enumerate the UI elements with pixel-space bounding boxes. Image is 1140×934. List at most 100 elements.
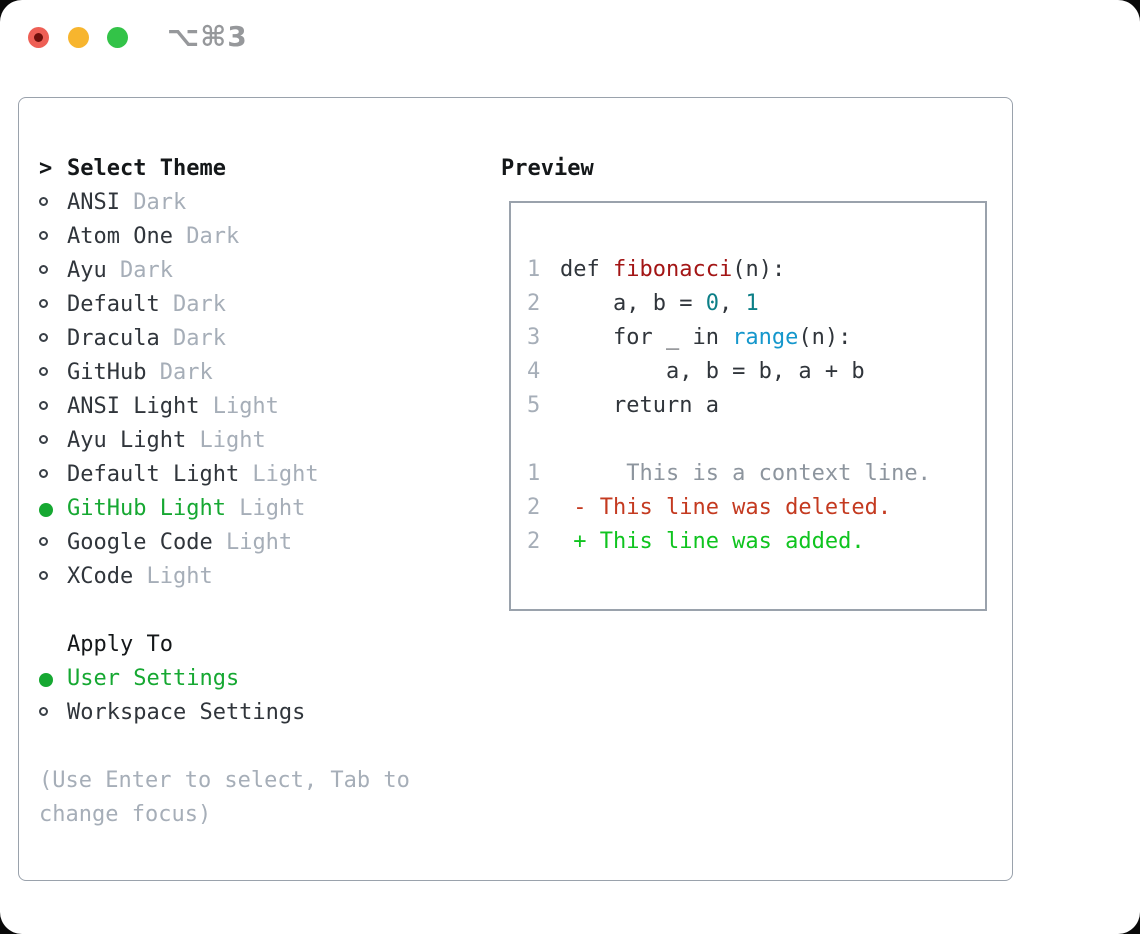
theme-option-label: Default Light — [67, 462, 240, 487]
theme-variant-label: Light — [239, 462, 319, 487]
theme-option-atom-one[interactable]: Atom One Dark — [39, 220, 479, 254]
prompt-caret-icon: > — [39, 156, 53, 181]
preview-line: 5 return a — [527, 389, 985, 423]
theme-option-label: Ayu — [67, 258, 107, 283]
close-dot-icon — [34, 33, 43, 42]
apply-option-label: Workspace Settings — [67, 700, 306, 725]
code-token: fibonacci — [612, 257, 733, 282]
code-token: return a — [560, 393, 719, 418]
theme-option-github-light[interactable]: GitHub Light Light — [39, 492, 479, 526]
theme-option-ansi-light[interactable]: ANSI Light Light — [39, 390, 479, 424]
preview-line: 3 for _ in range(n): — [527, 321, 985, 355]
theme-variant-label: Light — [199, 394, 279, 419]
radio-unselected-icon — [39, 220, 67, 254]
code-token: This is a context line. — [560, 461, 931, 486]
code-token: a, b = b, a + b — [560, 359, 865, 384]
theme-option-ayu[interactable]: Ayu Dark — [39, 254, 479, 288]
keyboard-hint-line: change focus) — [39, 802, 212, 827]
theme-option-label: Ayu Light — [67, 428, 187, 453]
theme-variant-label: Light — [186, 428, 266, 453]
code-token: range — [732, 325, 799, 350]
keyboard-hint-line: (Use Enter to select, Tab to — [39, 768, 410, 793]
minimize-button[interactable] — [68, 27, 89, 48]
select-theme-title: Select Theme — [67, 156, 226, 181]
maximize-button[interactable] — [107, 27, 128, 48]
theme-option-label: GitHub Light — [67, 496, 226, 521]
apply-option-workspace-settings[interactable]: Workspace Settings — [39, 696, 479, 730]
theme-option-google-code[interactable]: Google Code Light — [39, 526, 479, 560]
close-button[interactable] — [28, 27, 49, 48]
code-token: def — [560, 257, 613, 282]
radio-unselected-icon — [39, 390, 67, 424]
radio-unselected-icon — [39, 526, 67, 560]
apply-option-user-settings[interactable]: User Settings — [39, 662, 479, 696]
code-token: + This line was added. — [560, 529, 865, 554]
radio-selected-icon — [39, 662, 67, 696]
select-theme-header: > Select Theme — [39, 152, 479, 186]
theme-option-ansi[interactable]: ANSI Dark — [39, 186, 479, 220]
preview-line: 4 a, b = b, a + b — [527, 355, 985, 389]
radio-selected-icon — [39, 492, 67, 526]
theme-option-xcode[interactable]: XCode Light — [39, 560, 479, 594]
code-token: 1 — [745, 291, 759, 316]
line-number — [527, 423, 560, 457]
theme-option-label: ANSI — [67, 190, 120, 215]
radio-unselected-icon — [39, 424, 67, 458]
theme-option-default[interactable]: Default Dark — [39, 288, 479, 322]
code-token: 0 — [705, 291, 719, 316]
theme-option-ayu-light[interactable]: Ayu Light Light — [39, 424, 479, 458]
apply-option-label: User Settings — [67, 666, 240, 691]
line-number: 1 — [527, 461, 541, 486]
theme-variant-label: Light — [133, 564, 213, 589]
window-shortcut-title: ⌥⌘3 — [167, 20, 248, 53]
line-number: 1 — [527, 257, 541, 282]
preview-line: 2 a, b = 0, 1 — [527, 287, 985, 321]
keyboard-hint: (Use Enter to select, Tab to change focus… — [39, 764, 479, 832]
theme-variant-label: Dark — [159, 326, 226, 351]
theme-option-label: Google Code — [67, 530, 213, 555]
radio-unselected-icon — [39, 186, 67, 220]
code-token: a, b = — [560, 291, 706, 316]
preview-line — [527, 423, 985, 457]
preview-title: Preview — [501, 156, 594, 181]
radio-unselected-icon — [39, 560, 67, 594]
theme-variant-label: Dark — [172, 224, 240, 249]
theme-option-github[interactable]: GitHub Dark — [39, 356, 479, 390]
titlebar: ⌥⌘3 — [0, 0, 1140, 75]
radio-unselected-icon — [39, 322, 67, 356]
theme-option-label: ANSI Light — [67, 394, 200, 419]
theme-option-label: Atom One — [67, 224, 173, 249]
theme-option-label: Default — [67, 292, 160, 317]
preview-line: 2 + This line was added. — [527, 525, 985, 559]
theme-variant-label: Dark — [119, 190, 187, 215]
line-number: 2 — [527, 291, 541, 316]
theme-variant-label: Dark — [106, 258, 173, 283]
code-token: , — [718, 291, 746, 316]
theme-option-default-light[interactable]: Default Light Light — [39, 458, 479, 492]
theme-option-label: GitHub — [67, 360, 147, 385]
theme-option-dracula[interactable]: Dracula Dark — [39, 322, 479, 356]
radio-unselected-icon — [39, 356, 67, 390]
code-token: - This line was deleted. — [560, 495, 892, 520]
radio-unselected-icon — [39, 288, 67, 322]
apply-to-indent — [39, 628, 67, 662]
theme-option-label: Dracula — [67, 326, 160, 351]
line-number: 2 — [527, 495, 541, 520]
theme-variant-label: Dark — [146, 360, 213, 385]
line-number: 5 — [527, 393, 541, 418]
theme-option-label: XCode — [67, 564, 134, 589]
radio-unselected-icon — [39, 696, 67, 730]
theme-variant-label: Light — [225, 496, 306, 521]
line-number: 2 — [527, 529, 541, 554]
radio-unselected-icon — [39, 254, 67, 288]
radio-unselected-icon — [39, 458, 67, 492]
theme-variant-label: Light — [212, 530, 293, 555]
code-token: (n): — [798, 325, 852, 350]
